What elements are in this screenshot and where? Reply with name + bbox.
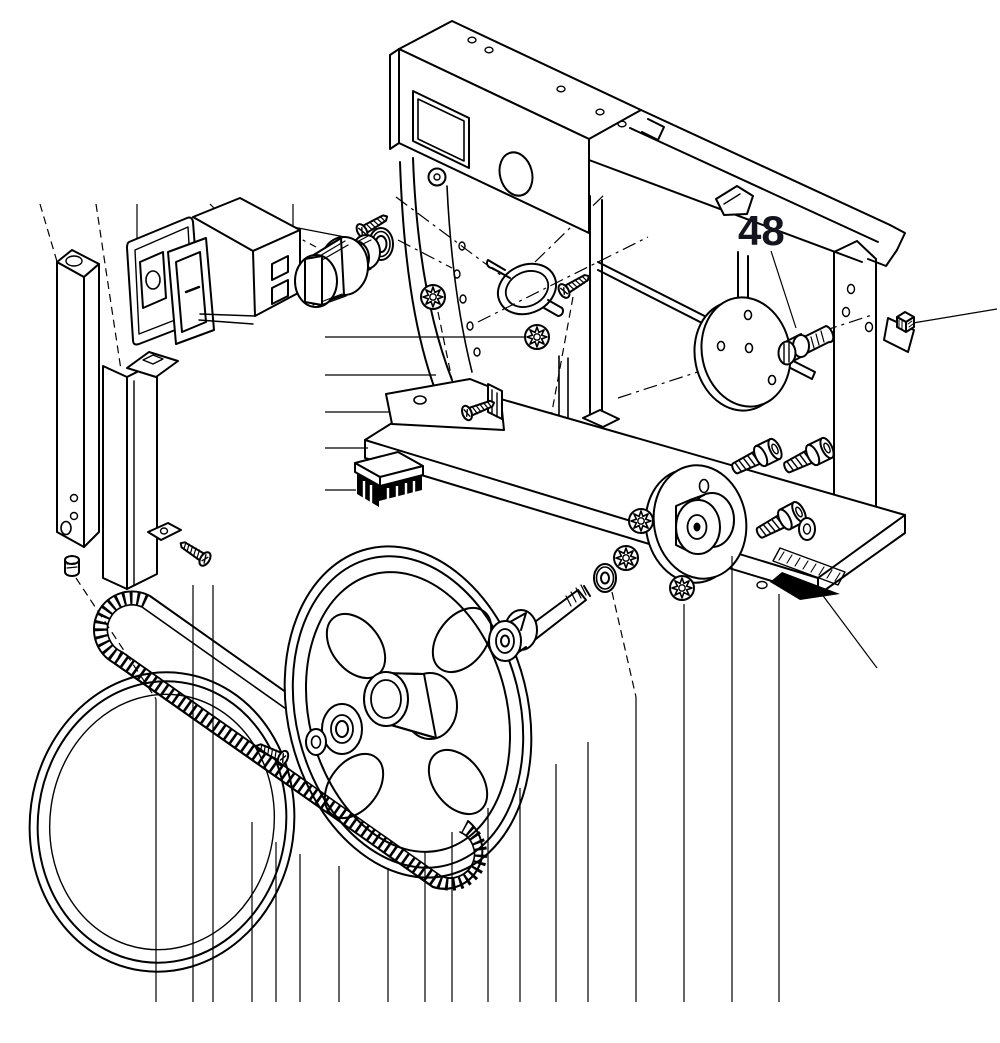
frame-arc	[399, 157, 481, 393]
upper-housing	[389, 20, 642, 234]
horizontal-leader-lines	[325, 336, 524, 491]
star-nut-g	[669, 575, 695, 601]
callout-48: 48	[738, 207, 797, 329]
bracket-screw	[175, 535, 214, 569]
hub-washer	[305, 728, 327, 756]
star-nut-frame-mid	[524, 324, 550, 350]
vertical-leader-lines	[155, 556, 780, 1002]
drive-belt-front	[94, 591, 488, 891]
angle-bracket	[102, 351, 182, 590]
flange-disc	[693, 296, 792, 412]
mount-ear-washer	[798, 517, 816, 541]
rocker-switch	[126, 197, 301, 346]
lock-knob	[294, 236, 369, 308]
motor-flange	[644, 464, 748, 584]
flat-washer	[593, 563, 637, 698]
star-nut-e	[613, 545, 639, 571]
socket-head-screw-b	[779, 434, 838, 480]
square-nut	[896, 311, 915, 333]
square-post	[56, 249, 100, 548]
tire	[28, 671, 296, 973]
pipe-clamp	[477, 236, 649, 429]
frame-beam	[588, 108, 906, 267]
star-nut-d	[628, 508, 654, 534]
hub-bearing	[321, 703, 363, 755]
cleaning-brush	[354, 451, 424, 507]
hex-bolt-48	[777, 325, 835, 366]
set-screw	[64, 555, 157, 700]
part-number-label: 48	[738, 207, 785, 254]
shaft-bearing	[488, 609, 538, 662]
frame-upright	[833, 240, 915, 529]
band-wheel	[283, 545, 533, 879]
clamp-screw	[555, 268, 594, 301]
